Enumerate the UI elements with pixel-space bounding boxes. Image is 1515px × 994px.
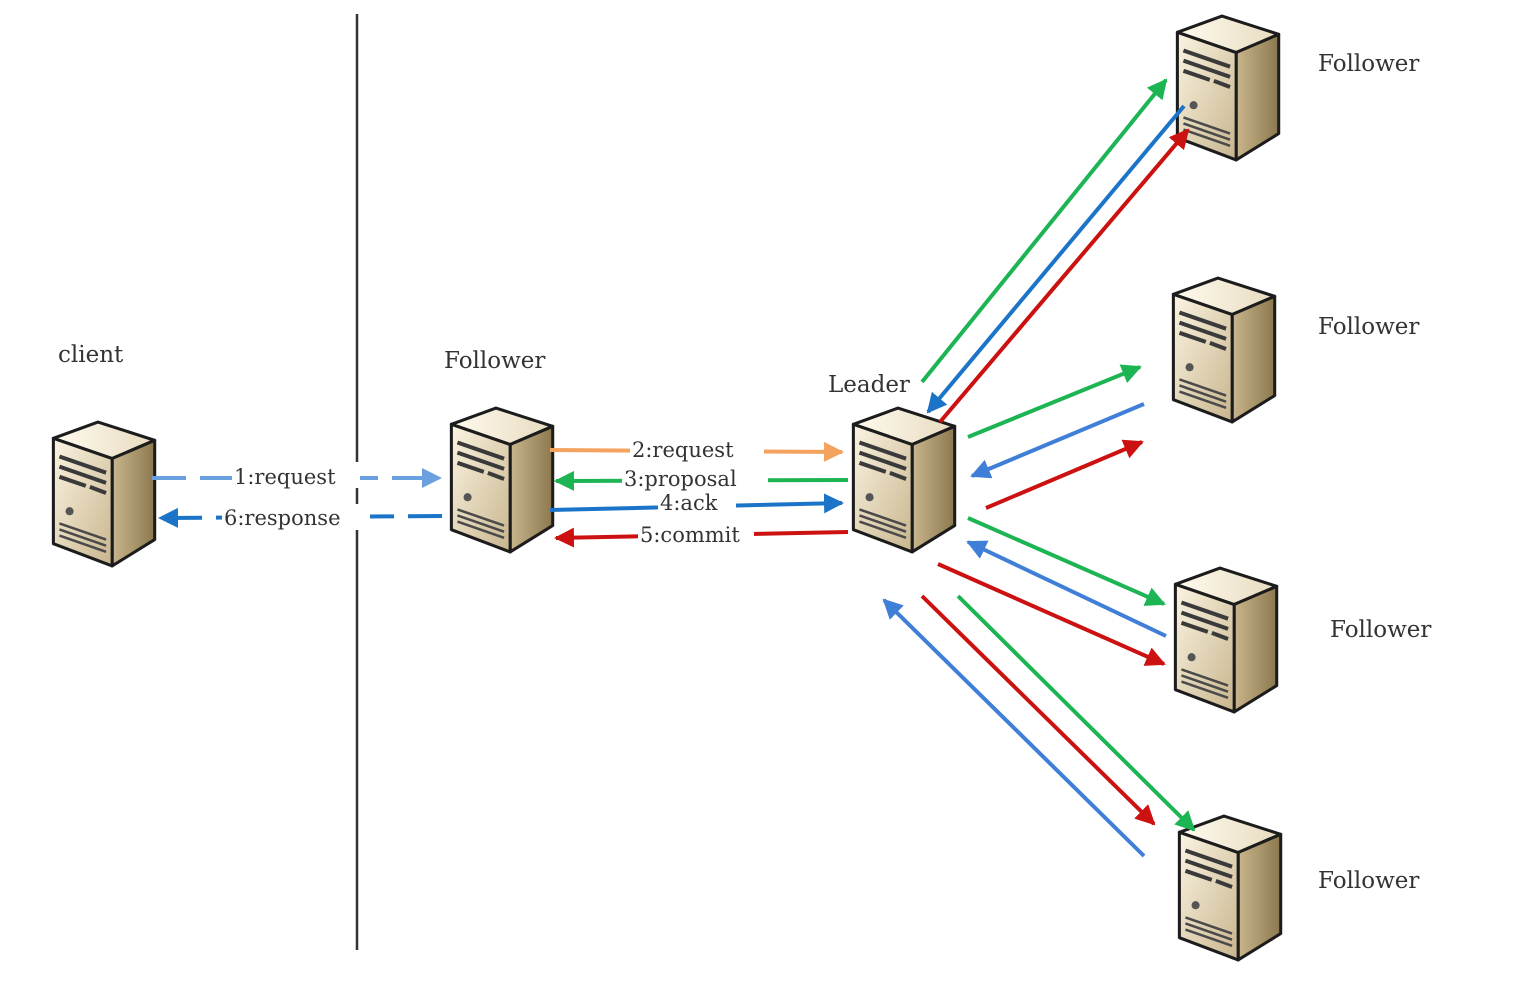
client-label: client — [58, 342, 124, 368]
follower-main-label: Follower — [444, 348, 545, 374]
commit-arrow-f2 — [985, 439, 1144, 510]
client-request-label-bg — [232, 462, 360, 488]
follower-1-label: Follower — [1318, 51, 1419, 77]
ack-label-bg — [658, 492, 736, 514]
server-icon — [1173, 278, 1274, 422]
client-response-label-bg — [222, 504, 370, 530]
leader-request-label-bg — [630, 436, 764, 460]
ack-arrow-f2 — [970, 402, 1145, 479]
commit-arrow-f1 — [938, 128, 1190, 424]
leader-request-label: 2:request — [632, 438, 734, 462]
server-icon — [1175, 568, 1276, 712]
server-icon — [853, 408, 954, 552]
server-icon — [53, 422, 154, 566]
follower-2-label: Follower — [1318, 314, 1419, 340]
server-icon — [1179, 816, 1280, 960]
commit-arrow-f3 — [937, 562, 1166, 666]
ack-label: 4:ack — [660, 491, 718, 515]
proposal-arrow-f4 — [956, 594, 1196, 832]
follower-4-label: Follower — [1318, 868, 1419, 894]
commit-label: 5:commit — [640, 523, 740, 547]
proposal-label-bg — [622, 466, 768, 488]
follower-3-label: Follower — [1330, 617, 1431, 643]
proposal-arrow-f2 — [967, 364, 1142, 439]
client-request-label: 1:request — [234, 465, 336, 489]
commit-arrow-f4 — [920, 594, 1156, 826]
commit-label-bg — [638, 522, 754, 546]
server-icon — [1177, 16, 1278, 160]
client-response-label: 6:response — [224, 506, 341, 530]
server-icon — [451, 408, 552, 552]
ack-arrow-f1 — [926, 104, 1186, 414]
ack-arrow-f3 — [966, 540, 1167, 638]
proposal-arrow-f1 — [920, 78, 1168, 384]
ack-arrow-f4 — [882, 598, 1146, 858]
leader-label: Leader — [828, 372, 910, 398]
proposal-label: 3:proposal — [624, 467, 737, 491]
proposal-arrow-f3 — [967, 516, 1166, 606]
